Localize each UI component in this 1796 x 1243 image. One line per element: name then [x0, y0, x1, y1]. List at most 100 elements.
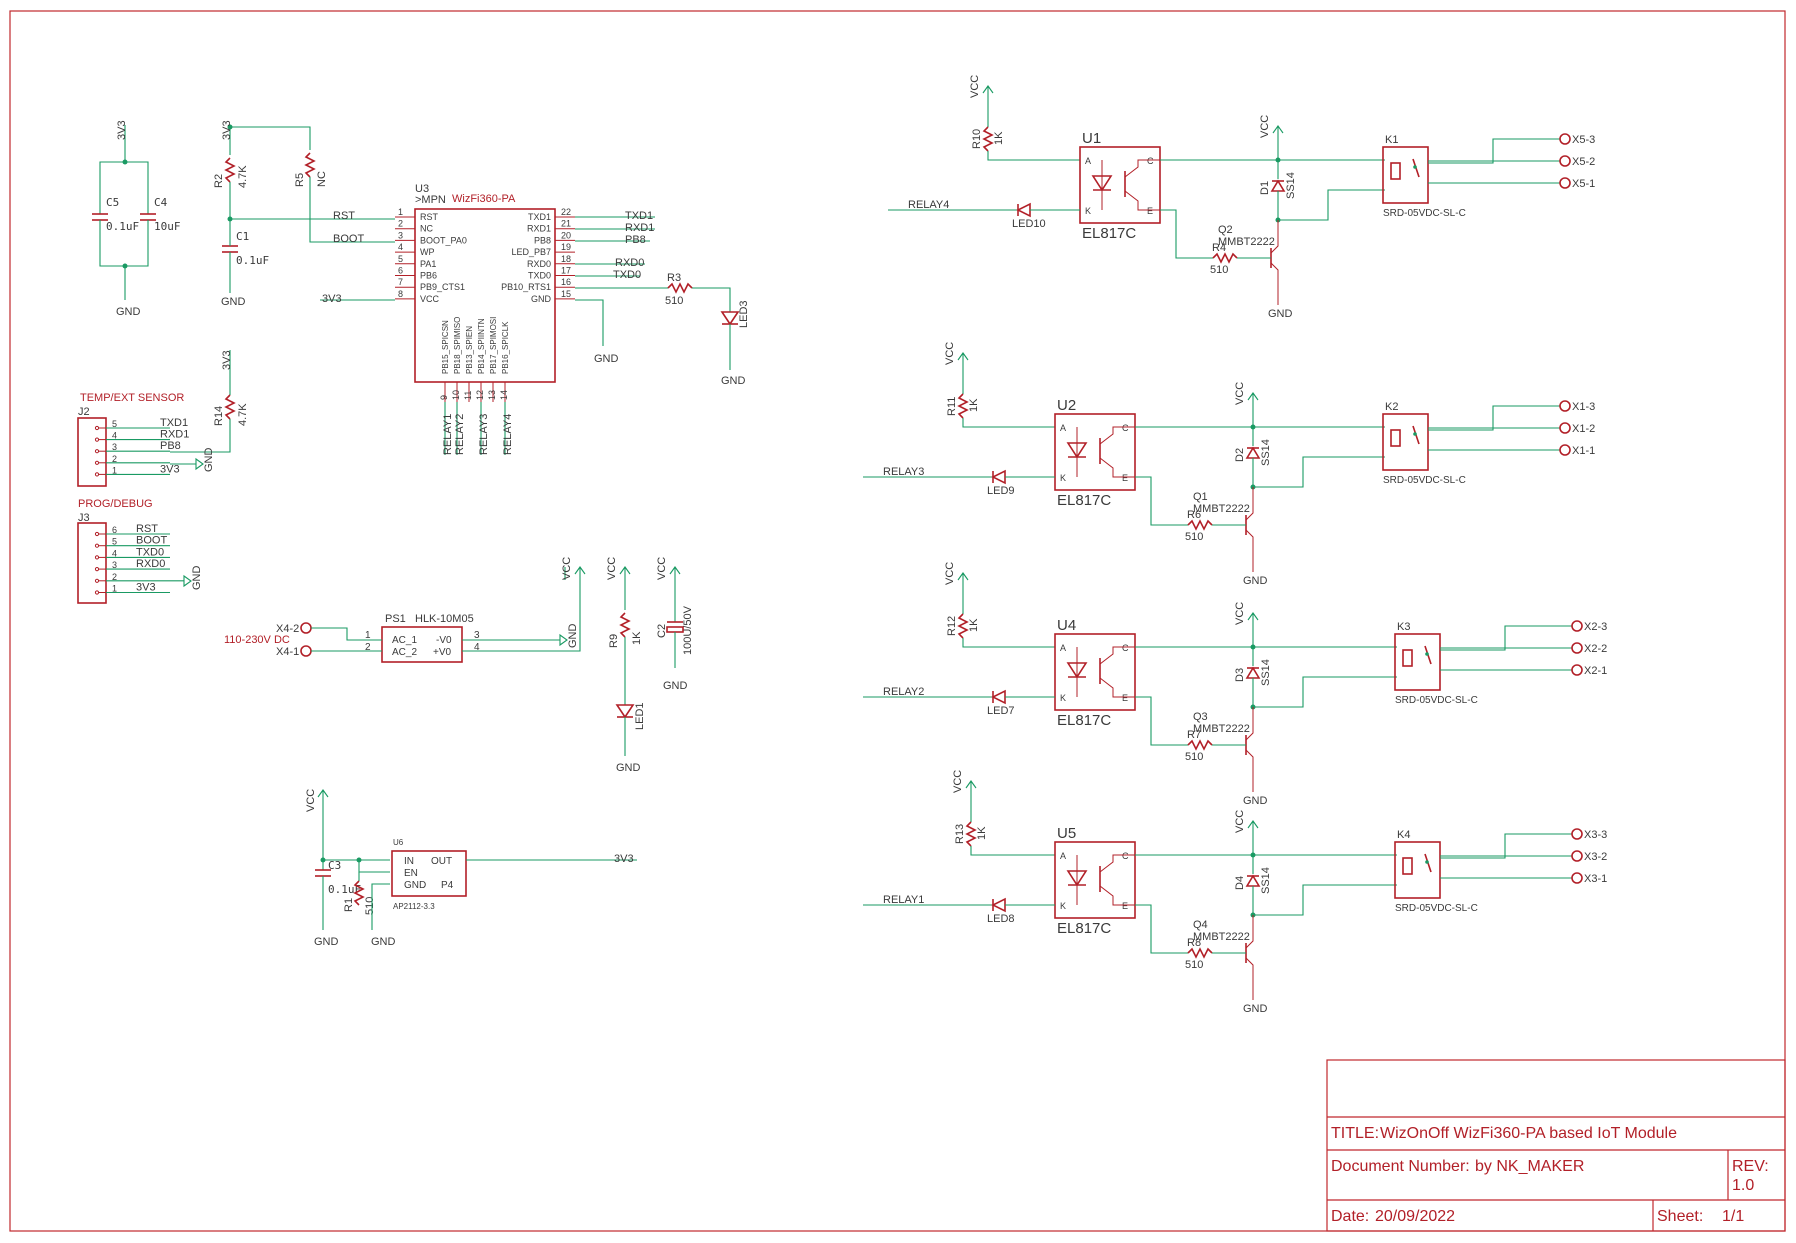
coil-return: [1278, 189, 1385, 221]
output-terminal: [1571, 872, 1583, 884]
relay-name: SRD-05VDC-SL-C: [1383, 208, 1466, 219]
bulk-cap: VCC C2 100U/50V GND: [656, 557, 694, 692]
j3-pin-dot: [94, 590, 100, 595]
psu-ps1: PS1 HLK-10M05 AC_1 AC_2 -V0 +V0 1 2 3 4 …: [224, 557, 586, 663]
j2-pin-num: 1: [112, 465, 117, 475]
optocoupler-name: EL817C: [1057, 920, 1111, 937]
sheet-value: 1/1: [1722, 1208, 1744, 1225]
mcu-pin-right-num: 17: [561, 266, 571, 276]
output-terminal-label: X1-3: [1572, 401, 1595, 413]
r1-value: 510: [364, 897, 376, 915]
optocoupler-body: [1054, 413, 1136, 491]
mcu-relay2-label: RELAY2: [454, 414, 466, 455]
opto-pin-a: A: [1060, 643, 1066, 653]
gnd-led3: GND: [721, 375, 746, 387]
relay-name: SRD-05VDC-SL-C: [1395, 903, 1478, 914]
mcu-pin-right-name: RXD0: [527, 259, 551, 269]
output-terminal: [1571, 620, 1583, 632]
rail-vcc-label: VCC: [1259, 115, 1271, 138]
rev-label: REV:: [1732, 1158, 1769, 1175]
flyback-diode: [1245, 446, 1261, 459]
base-wire: [1135, 476, 1188, 526]
ldo-out: OUT: [431, 856, 452, 867]
mcu-pin-right-name: RXD1: [527, 224, 551, 234]
mcu-pin-bottom-num: 10: [451, 390, 461, 400]
relay-body: [1394, 633, 1441, 691]
indicator-led-label: LED10: [1012, 218, 1046, 230]
diode-name: SS14: [1260, 439, 1272, 466]
relay-name: SRD-05VDC-SL-C: [1383, 475, 1466, 486]
r14-ref: R14: [213, 406, 225, 426]
opto-pin-a: A: [1060, 851, 1066, 861]
mcu-3v3-label: 3V3: [322, 293, 342, 305]
mcu-pin-right-num: 16: [561, 277, 571, 287]
transistor-name: MMBT2222: [1218, 236, 1275, 248]
transistor-ref: Q2: [1218, 224, 1233, 236]
optocoupler-ref: U5: [1057, 825, 1076, 842]
diode-ref: D3: [1234, 668, 1246, 682]
mcu-pin-left-name: VCC: [420, 294, 440, 304]
base-wire: [1135, 696, 1188, 746]
optocoupler-name: EL817C: [1082, 225, 1136, 242]
date-value: 20/09/2022: [1375, 1208, 1455, 1225]
relay-coil: [1390, 429, 1401, 447]
output-terminal: [1559, 133, 1571, 145]
mcu-pin-right-name: TXD1: [528, 212, 551, 222]
opto-pin-e: E: [1147, 206, 1153, 216]
diode-ref: D4: [1234, 876, 1246, 890]
indicator-led: [991, 469, 1006, 485]
gnd-c1: GND: [221, 296, 246, 308]
j3-pin-num: 5: [112, 537, 117, 547]
transistor-collector: [1245, 487, 1254, 521]
mcu-ref: U3: [415, 183, 429, 195]
indicator-led: [991, 897, 1006, 913]
output-wire: [1428, 138, 1560, 164]
power-led: VCC R9 1K LED1 GND: [606, 557, 646, 774]
j3-pin-dot: [94, 567, 100, 572]
mcu-pin-right-num: 20: [561, 230, 571, 240]
mcu-pin-bottom-name: PB18_SPIMISO: [453, 317, 462, 374]
opto-pin-c: C: [1122, 643, 1129, 653]
j2-pin-net: 3V3: [160, 463, 180, 475]
rail-vcc-label: VCC: [1234, 810, 1246, 833]
j3-pin-dot: [94, 555, 100, 560]
output-terminal-label: X2-2: [1584, 643, 1607, 655]
j2-ref: J2: [78, 406, 90, 418]
base-resistor-ref: R8: [1187, 937, 1201, 949]
vcc-ldo: VCC: [305, 789, 317, 812]
indicator-led: [991, 689, 1006, 705]
j3-pin-num: 1: [112, 584, 117, 594]
mcu-pin-bottom-name: PB15_SPICSN: [441, 320, 450, 374]
gnd-c3: GND: [314, 936, 339, 948]
led-resistor: [965, 821, 977, 847]
relay-ref: K1: [1385, 134, 1398, 146]
j2-pin-net: PB8: [160, 440, 181, 452]
anode-wire: [987, 151, 1080, 161]
relay-contact-dot: [1425, 860, 1429, 864]
psu-ref: PS1: [385, 613, 406, 625]
coil-return: [1253, 676, 1397, 708]
relay-coil: [1402, 649, 1413, 667]
base-resistor: [1187, 947, 1213, 959]
j2-pin-net: TXD1: [160, 417, 188, 429]
gnd-c2: GND: [663, 680, 688, 692]
mcu-right-wiring: TXD1 RXD1 PB8 RXD0 TXD0 R3 510 LED3 GND …: [575, 210, 750, 387]
rev-value: 1.0: [1732, 1177, 1754, 1194]
j2-pin-num: 3: [112, 442, 117, 452]
output-terminal-label: X5-3: [1572, 134, 1595, 146]
led-resistor-ref: R12: [946, 616, 958, 636]
j2-pin-dot: [94, 449, 100, 454]
opto-pin-e: E: [1122, 901, 1128, 911]
output-terminal: [1559, 444, 1571, 456]
base-resistor-value: 510: [1210, 264, 1228, 276]
relay-in-label: RELAY4: [908, 199, 949, 211]
mcu-pin-bottom-num: 13: [487, 390, 497, 400]
indicator-led-label: LED9: [987, 485, 1015, 497]
diode-ref: D1: [1259, 181, 1271, 195]
mcu-pin-right-num: 19: [561, 242, 571, 252]
